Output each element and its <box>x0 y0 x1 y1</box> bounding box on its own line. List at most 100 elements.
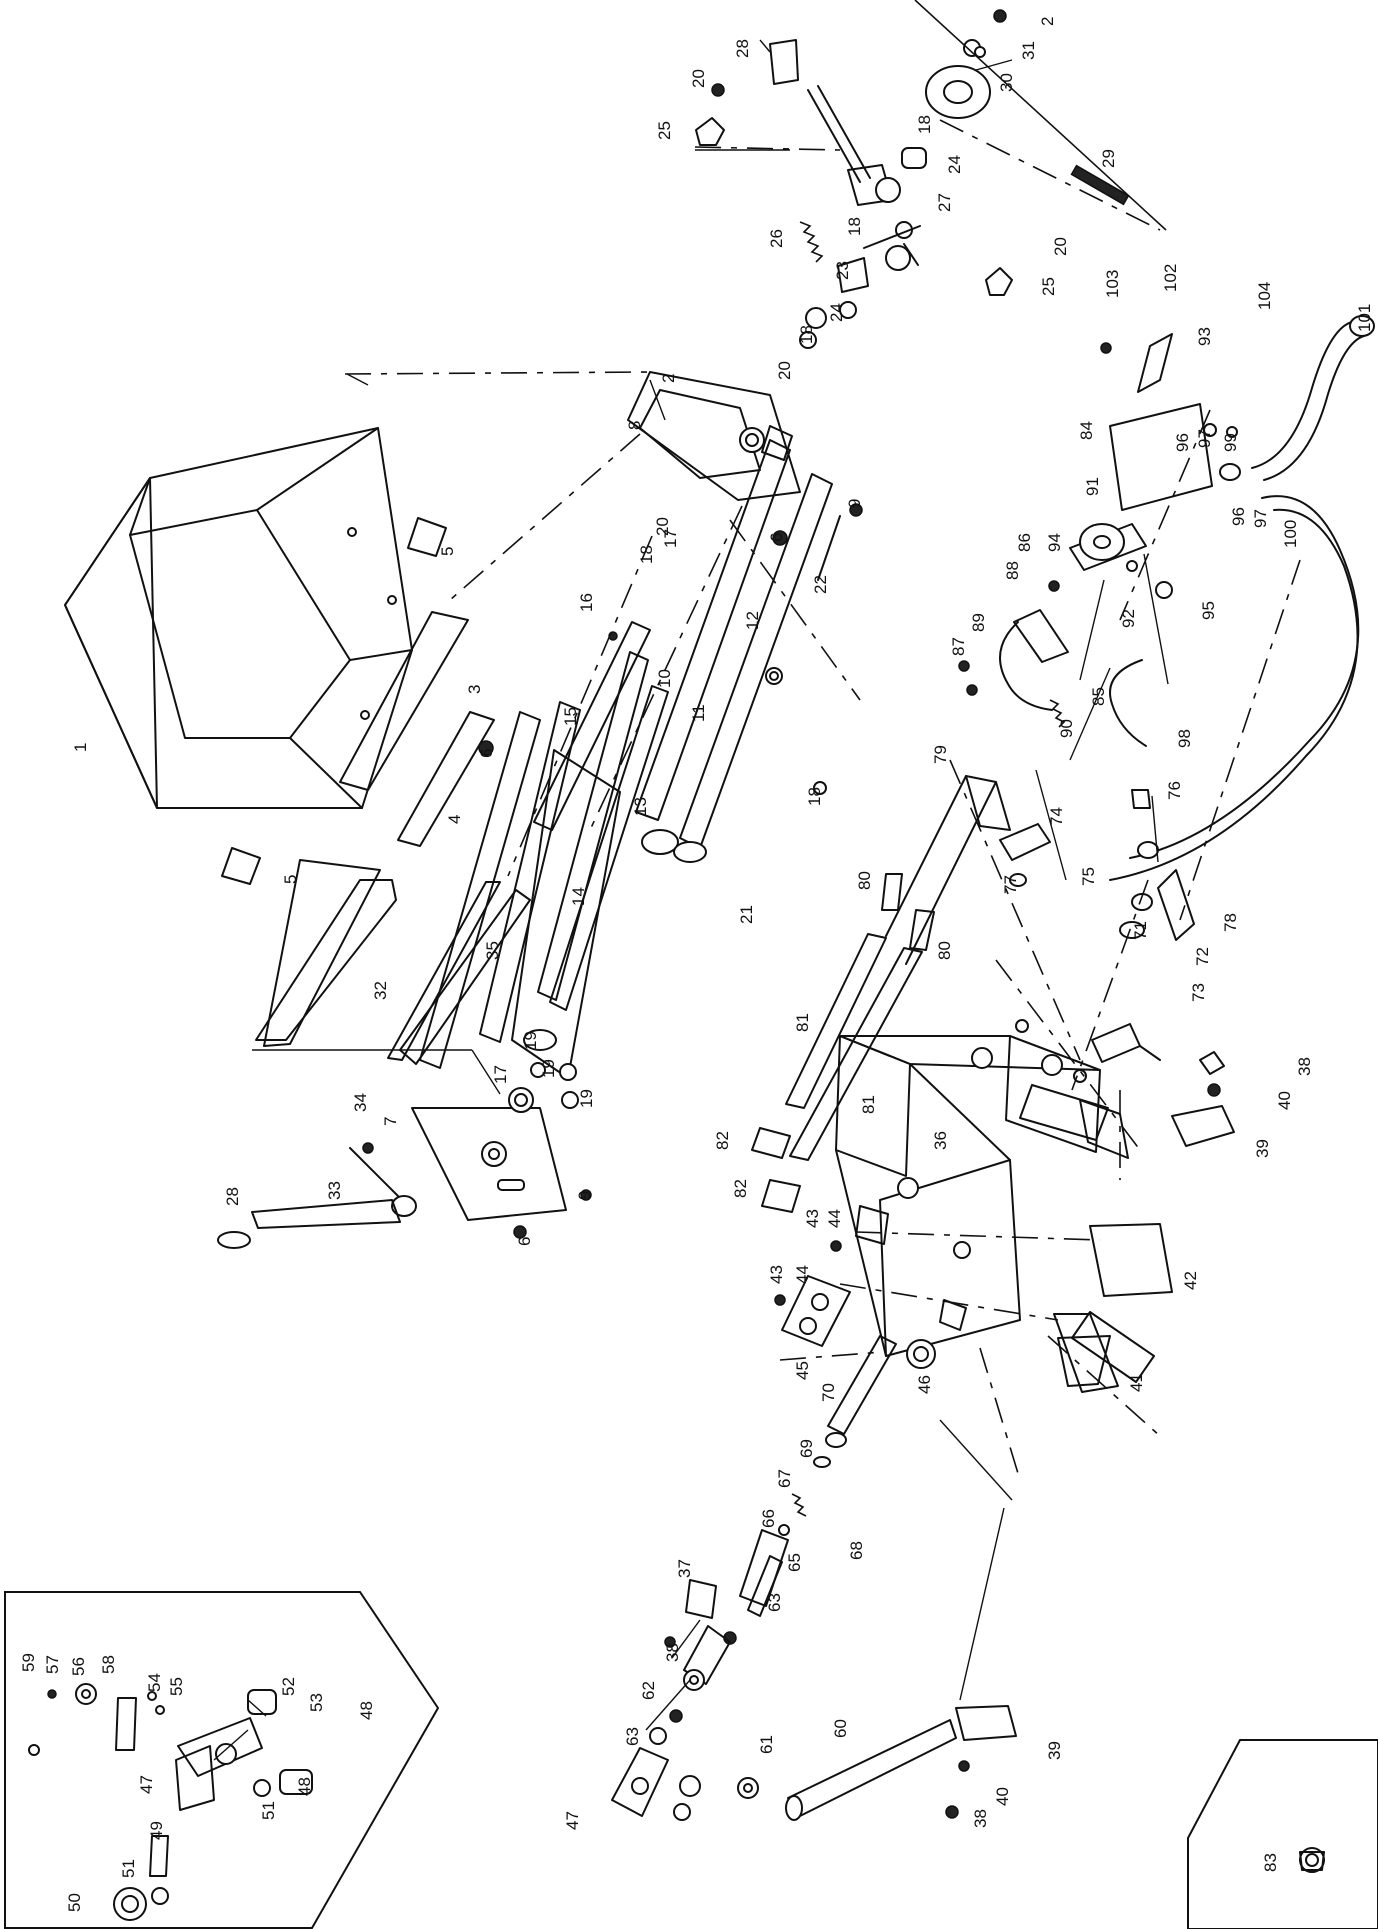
callout-28: 28 <box>223 1187 242 1206</box>
callout-73: 73 <box>1189 983 1208 1002</box>
callout-8: 8 <box>625 421 644 430</box>
callout-100: 100 <box>1281 520 1300 548</box>
cap-part <box>1299 1847 1325 1873</box>
callout-11: 11 <box>689 704 708 722</box>
callout-85: 85 <box>1089 687 1108 706</box>
callout-66: 66 <box>759 1509 778 1528</box>
callout-4: 4 <box>445 815 464 824</box>
callout-80: 80 <box>855 871 874 890</box>
callout-20: 20 <box>775 361 794 380</box>
callout-14: 14 <box>569 887 588 906</box>
callout-40: 40 <box>1275 1091 1294 1110</box>
callout-20: 20 <box>689 69 708 88</box>
callout-93: 93 <box>1195 327 1214 346</box>
callout-40: 40 <box>993 1787 1012 1806</box>
callout-9: 9 <box>575 1191 594 1200</box>
detail-inset-frame <box>4 1591 440 1929</box>
callout-63: 63 <box>623 1727 642 1746</box>
callout-82: 82 <box>731 1179 750 1198</box>
callout-47: 47 <box>137 1775 156 1794</box>
callout-6: 6 <box>767 533 786 542</box>
callout-36: 36 <box>931 1131 950 1150</box>
callout-12: 12 <box>743 611 762 630</box>
callout-45: 45 <box>793 1361 812 1380</box>
callout-95: 95 <box>1199 601 1218 620</box>
callout-78: 78 <box>1221 913 1240 932</box>
callout-3: 3 <box>465 685 484 694</box>
callout-81: 81 <box>793 1013 812 1032</box>
callout-19: 19 <box>577 1089 596 1108</box>
callout-20: 20 <box>653 517 672 536</box>
callout-48: 48 <box>295 1777 314 1796</box>
callout-97: 97 <box>1195 429 1214 448</box>
callout-18: 18 <box>637 545 656 564</box>
callout-43: 43 <box>803 1209 822 1228</box>
callout-26: 26 <box>767 229 786 248</box>
callout-57: 57 <box>43 1655 62 1674</box>
callout-6: 6 <box>477 749 496 758</box>
callout-54: 54 <box>145 1673 164 1692</box>
callout-27: 27 <box>935 193 954 212</box>
callout-51: 51 <box>119 1859 138 1878</box>
leader-lines <box>213 39 1169 1761</box>
callout-31: 31 <box>1019 41 1038 60</box>
callout-10: 10 <box>655 669 674 688</box>
callout-91: 91 <box>1083 477 1102 496</box>
callout-96: 96 <box>1229 507 1248 526</box>
callout-59: 59 <box>19 1653 38 1672</box>
callout-39: 39 <box>1045 1741 1064 1760</box>
callout-32: 32 <box>371 981 390 1000</box>
callout-16: 16 <box>577 593 596 612</box>
callout-65: 65 <box>785 1553 804 1572</box>
valve-assembly <box>611 1579 957 1821</box>
callout-86: 86 <box>1015 533 1034 552</box>
callout-80: 80 <box>935 941 954 960</box>
control-rod <box>723 1335 897 1645</box>
callout-20: 20 <box>1051 237 1070 256</box>
callout-83: 83 <box>1261 1853 1280 1872</box>
callout-44: 44 <box>825 1209 844 1228</box>
callout-75: 75 <box>1079 867 1098 886</box>
callout-37: 37 <box>675 1559 694 1578</box>
callout-21: 21 <box>737 905 756 924</box>
callout-25: 25 <box>655 121 674 140</box>
callout-18: 18 <box>805 787 824 806</box>
callout-18: 18 <box>915 115 934 134</box>
callout-82: 82 <box>713 1131 732 1150</box>
callout-43: 43 <box>767 1265 786 1284</box>
callout-38: 38 <box>971 1809 990 1828</box>
callout-70: 70 <box>819 1383 838 1402</box>
callout-68: 68 <box>847 1541 866 1560</box>
callout-90: 90 <box>1057 719 1076 738</box>
callout-49: 49 <box>147 1821 166 1840</box>
callout-87: 87 <box>949 637 968 656</box>
part-83-inset-frame <box>1187 1739 1378 1929</box>
callout-18: 18 <box>845 217 864 236</box>
callout-97: 97 <box>1251 509 1270 528</box>
side-plate-left <box>217 1062 592 1249</box>
callout-34: 34 <box>351 1093 370 1112</box>
callout-13: 13 <box>631 797 650 816</box>
lower-brackets <box>945 1105 1235 1819</box>
callout-48: 48 <box>357 1701 376 1720</box>
callout-77: 77 <box>1001 875 1020 894</box>
callout-18: 18 <box>797 325 816 344</box>
callout-44: 44 <box>793 1265 812 1284</box>
mount-plate <box>774 1240 851 1347</box>
hopper <box>64 427 413 809</box>
callout-2: 2 <box>659 374 678 383</box>
callout-96: 96 <box>1173 433 1192 452</box>
callout-63: 63 <box>765 1593 784 1612</box>
callout-88: 88 <box>1003 561 1022 580</box>
upper-shaft-assembly <box>695 0 1167 349</box>
callout-55: 55 <box>167 1677 186 1696</box>
callout-72: 72 <box>1193 947 1212 966</box>
fittings-and-tubes <box>751 775 1225 1213</box>
callout-69: 69 <box>797 1439 816 1458</box>
callout-51: 51 <box>259 1801 278 1820</box>
callout-103: 103 <box>1103 270 1122 298</box>
callout-33: 33 <box>325 1181 344 1200</box>
callout-71: 71 <box>1131 921 1150 940</box>
callout-52: 52 <box>279 1677 298 1696</box>
